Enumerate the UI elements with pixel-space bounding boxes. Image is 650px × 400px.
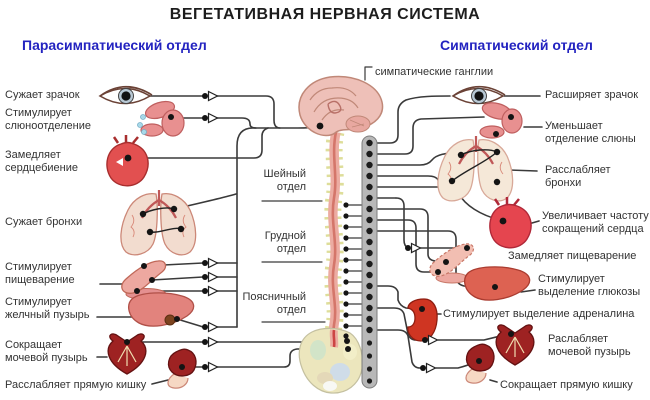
brain-icon — [298, 75, 384, 137]
lungs-right-icon — [437, 136, 514, 202]
synapse-dots — [124, 114, 514, 370]
heart-left-icon — [106, 135, 149, 187]
label-stimulates-salivation: Стимулирует слюноотделение — [5, 107, 91, 132]
sympathetic-header: Симпатический отдел — [440, 37, 593, 53]
label-relaxes-bronchi: Расслабляет бронхи — [545, 164, 611, 189]
label-increases-heart-rate: Увеличивает частоту сокращений сердца — [542, 210, 649, 235]
liver-right-icon — [464, 266, 531, 301]
spine-icon — [324, 130, 345, 352]
label-relaxes-rectum: Расслабляет прямую кишку — [5, 379, 147, 391]
sacrum-icon — [298, 327, 364, 394]
label-slows-digestion: Замедляет пищеварение — [508, 250, 637, 262]
label-contracts-bladder: Сокращает мочевой пузырь — [5, 339, 88, 364]
label-contracts-rectum: Сокращает прямую кишку — [500, 379, 633, 391]
page-title: ВЕГЕТАТИВНАЯ НЕРВНАЯ СИСТЕМА — [169, 6, 481, 23]
kidney-icon — [407, 298, 438, 342]
label-stimulates-adrenaline: Стимулирует выделение адреналина — [443, 308, 635, 320]
sympathetic-chain-icon — [361, 135, 378, 389]
bladder-left-icon — [107, 333, 147, 375]
stomach-right-icon — [429, 243, 475, 284]
lungs-left-icon — [120, 190, 197, 256]
salivary-left-icon — [137, 100, 185, 137]
label-decreases-saliva: Уменьшает отделение слюны — [545, 120, 636, 145]
lumbar-section-label: Поясничный отдел — [242, 291, 306, 316]
label-stimulates-gallbladder: Стимулирует желчный пузырь — [5, 296, 90, 321]
cervical-section-label: Шейный отдел — [263, 168, 306, 193]
thoracic-section-label: Грудной отдел — [264, 230, 306, 255]
label-dilates-pupil: Расширяет зрачок — [545, 89, 639, 101]
bladder-right-icon — [495, 324, 535, 366]
label-stimulates-digestion: Стимулирует пищеварение — [5, 261, 75, 286]
label-constricts-bronchi: Сужает бронхи — [5, 216, 83, 228]
eye-right-icon — [451, 85, 506, 105]
label-slows-heartbeat: Замедляет сердцебиение — [5, 149, 78, 174]
heart-right-icon — [489, 197, 532, 249]
label-stimulates-glucose: Стимулирует выделение глюкозы — [538, 273, 641, 298]
rectum-right-icon — [465, 343, 495, 384]
salivary-right-icon — [479, 102, 523, 139]
rectum-left-icon — [167, 348, 197, 389]
label-relaxes-bladder: Раслабляет мочевой пузырь — [548, 333, 631, 358]
parasympathetic-header: Парасимпатический отдел — [22, 37, 207, 53]
ganglia-label: симпатические ганглии — [375, 66, 494, 78]
eye-left-icon — [98, 85, 153, 105]
label-constricts-pupil: Сужает зрачок — [5, 89, 80, 101]
